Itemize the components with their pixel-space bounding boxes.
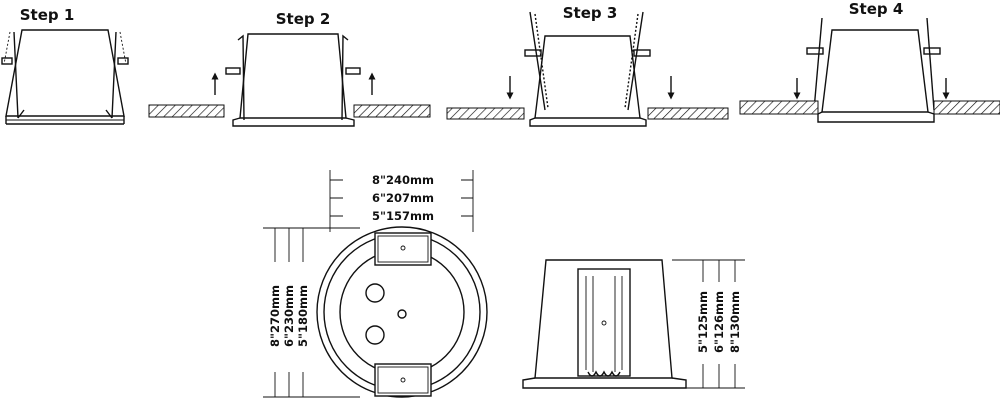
bottom-clip-block — [374, 363, 432, 397]
step-4-right-clip — [926, 17, 935, 111]
center-screw — [397, 309, 407, 319]
step-3: Step 3 — [446, 4, 729, 127]
step-2: Step 2 — [148, 10, 431, 127]
step-3-ceiling-right — [647, 107, 729, 120]
step-2-right-clip — [341, 34, 349, 121]
step-4: Step 4 — [739, 0, 1000, 123]
step-1: Step 1 — [1, 6, 129, 125]
step-3-left-clip — [529, 11, 546, 111]
step-1-housing — [5, 29, 125, 117]
top-width-label-2: 6"207mm — [372, 191, 434, 205]
step-4-label: Step 4 — [849, 0, 904, 18]
side-height-label-3: 8"130mm — [728, 291, 742, 353]
step-2-ceiling-right — [353, 104, 431, 118]
step-3-housing — [534, 35, 641, 119]
top-height-label-2: 6"230mm — [282, 285, 296, 347]
knockout-hole-2 — [365, 325, 385, 345]
side-height-label-2: 6"126mm — [712, 291, 726, 353]
step-2-ceiling-left — [148, 104, 225, 118]
step-2-left-clip — [237, 34, 245, 121]
step-4-housing — [821, 29, 929, 113]
step-2-label: Step 2 — [276, 10, 331, 28]
top-clip-block — [374, 232, 432, 266]
step-3-ceiling-left — [446, 107, 525, 120]
step-3-right-clip — [627, 11, 644, 111]
side-clip-spring — [587, 370, 621, 377]
side-height-label-1: 5"125mm — [696, 291, 710, 353]
step-1-right-clip — [105, 31, 117, 119]
top-width-label-1: 8"240mm — [372, 173, 434, 187]
top-height-label-3: 5"180mm — [296, 285, 310, 347]
outer-ring — [316, 226, 488, 398]
step-4-left-clip — [813, 17, 823, 111]
step-1-label: Step 1 — [20, 6, 75, 24]
step-2-housing — [239, 33, 347, 119]
step-1-left-clip — [13, 31, 25, 119]
inner-ring — [339, 249, 465, 375]
top-width-label-3: 5"157mm — [372, 209, 434, 223]
knockout-hole-1 — [365, 283, 385, 303]
step-3-label: Step 3 — [563, 4, 618, 22]
top-view: 8"240mm 6"207mm 5"157mm 8"270mm 6"230mm … — [263, 170, 488, 398]
step-4-ceiling-right — [933, 100, 1000, 115]
side-view: 5"125mm 6"126mm 8"130mm — [522, 259, 745, 389]
side-bracket — [577, 268, 631, 377]
top-height-label-1: 8"270mm — [268, 285, 282, 347]
step-4-ceiling-left — [739, 100, 819, 115]
